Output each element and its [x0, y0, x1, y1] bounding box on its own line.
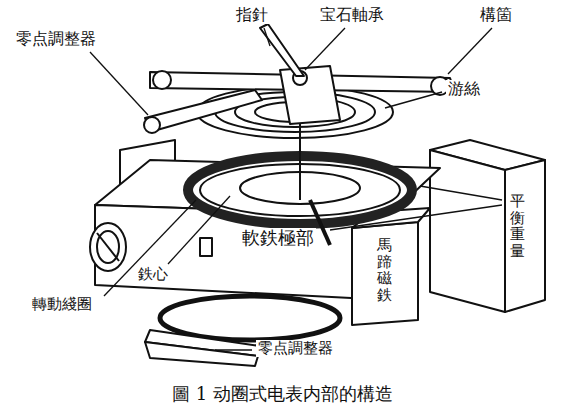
part-label: 宝石軸承 — [318, 6, 386, 24]
part-label: 指針 — [234, 6, 270, 24]
part-label: 鉄心 — [136, 266, 170, 283]
part-label: 零点調整器 — [14, 30, 98, 48]
part-label: 軟鉄極部 — [240, 228, 316, 249]
part-label: 游絲 — [446, 80, 482, 98]
part-label: 平衡重量 — [508, 192, 527, 260]
figure-caption: 圖 1 动圈式电表内部的構造 — [172, 382, 393, 406]
part-label: 零点調整器 — [256, 340, 335, 357]
part-label: 馬蹄磁鉄 — [375, 236, 394, 304]
part-label: 構箇 — [478, 6, 514, 24]
part-label: 轉動綫圈 — [30, 296, 94, 313]
